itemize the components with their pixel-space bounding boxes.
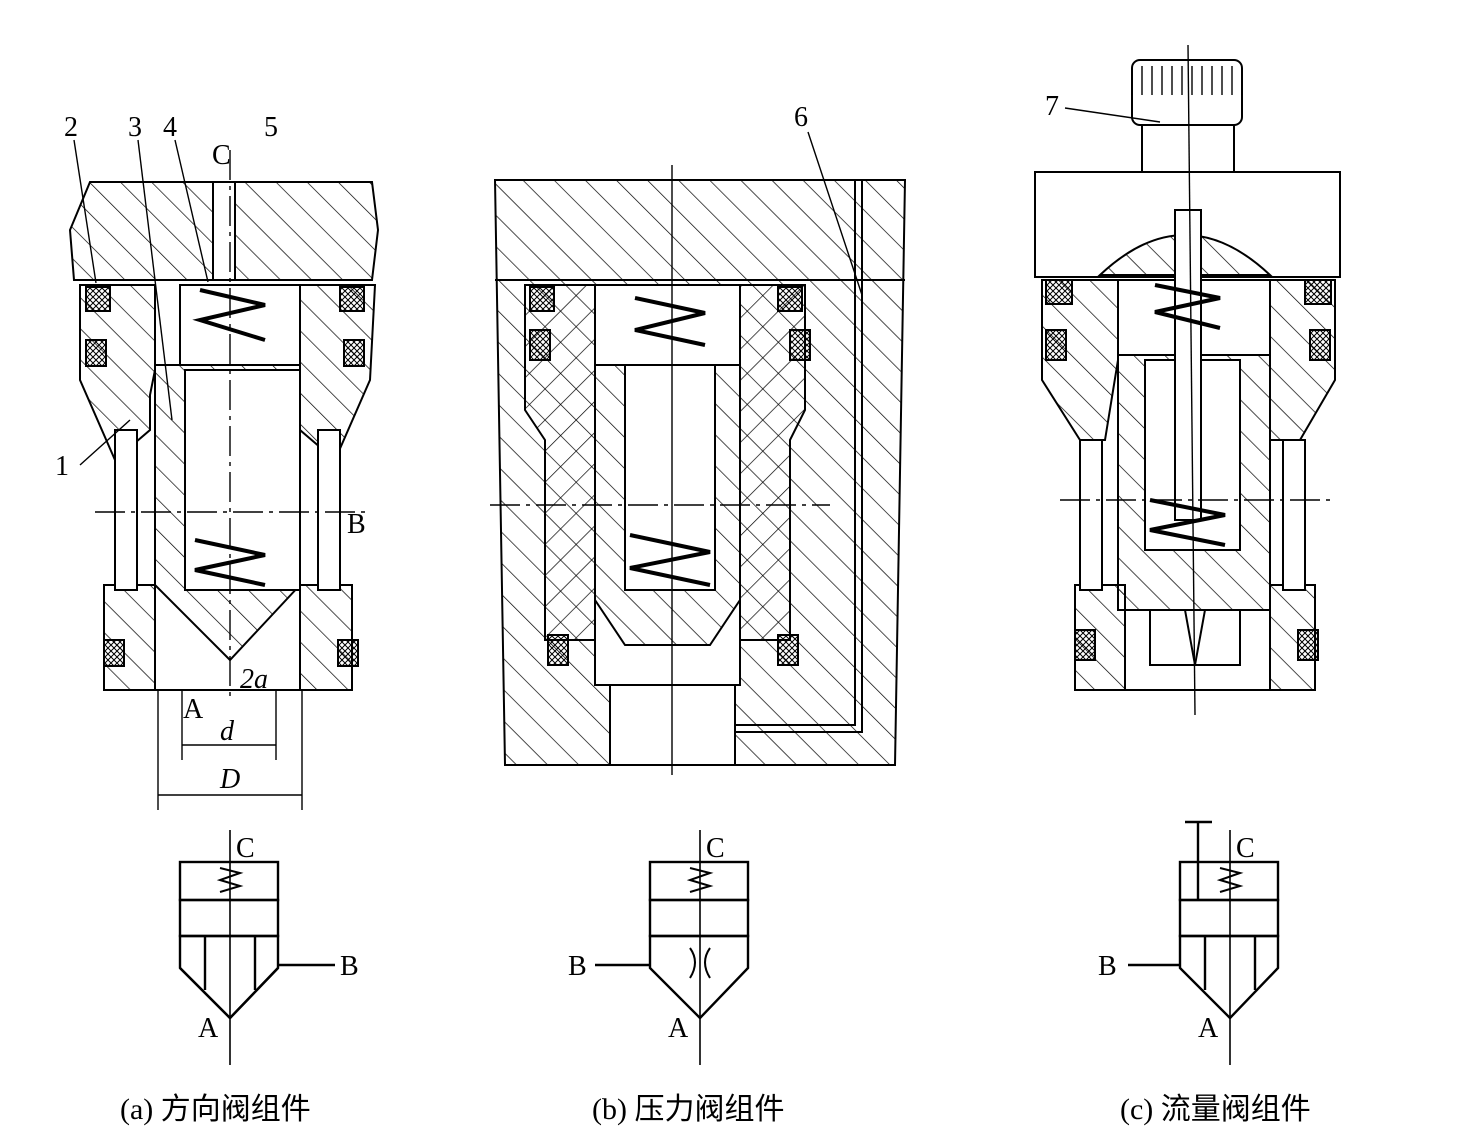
caption-panel-a: (a) 方向阀组件 xyxy=(120,1093,311,1126)
symbol-c-port-c: C xyxy=(1236,833,1255,864)
section-port-c-label: C xyxy=(212,140,231,171)
symbol-a-port-a: A xyxy=(198,1013,219,1044)
angle-label: 2a xyxy=(240,664,268,695)
panel-a-section xyxy=(68,139,380,810)
symbol-a-port-b: B xyxy=(340,951,359,982)
section-port-a-label: A xyxy=(183,694,204,725)
symbol-c-port-b: B xyxy=(1098,951,1117,982)
symbol-a xyxy=(178,830,335,1065)
symbol-c-port-a: A xyxy=(1198,1013,1219,1044)
part-number-6: 6 xyxy=(794,102,808,133)
part-number-4: 4 xyxy=(163,112,177,143)
adjuster-knob xyxy=(1131,59,1243,126)
caption-panel-c: (c) 流量阀组件 xyxy=(1120,1093,1311,1126)
symbol-c xyxy=(1128,820,1280,1065)
caption-panel-b: (b) 压力阀组件 xyxy=(592,1093,785,1126)
part-number-3: 3 xyxy=(128,112,142,143)
small-diameter-label: d xyxy=(220,716,235,747)
section-port-b-label: B xyxy=(347,509,366,540)
part-number-7: 7 xyxy=(1045,91,1059,122)
symbol-b-port-c: C xyxy=(706,833,725,864)
symbol-b xyxy=(595,830,750,1065)
symbol-b-port-a: A xyxy=(668,1013,689,1044)
symbol-b-port-b: B xyxy=(568,951,587,982)
symbol-a-port-c: C xyxy=(236,833,255,864)
panel-c-section xyxy=(1034,44,1341,716)
left-housing xyxy=(79,284,156,462)
part-number-1: 1 xyxy=(55,451,69,482)
part-number-5: 5 xyxy=(264,112,278,143)
part-number-2: 2 xyxy=(64,112,78,143)
panel-b-section xyxy=(490,131,907,775)
large-diameter-label: D xyxy=(219,764,240,795)
